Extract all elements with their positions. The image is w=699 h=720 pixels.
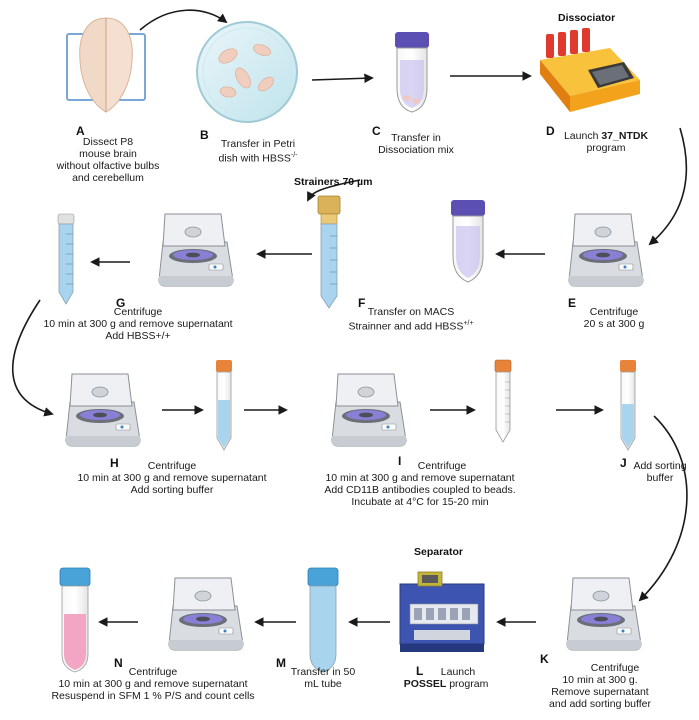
step-m-line: mL tube	[304, 678, 342, 690]
step-b-line: dish with HBSS	[218, 152, 291, 165]
step-b-line: Transfer in Petri	[220, 138, 296, 150]
step-j-line: buffer	[646, 472, 674, 484]
step-b-label: Transfer in Petri dish with HBSS-/-	[208, 138, 308, 165]
step-c-label: Transfer in Dissociation mix	[366, 132, 466, 156]
step-h-line: Add sorting buffer	[130, 484, 214, 496]
step-b-letter: B	[200, 128, 209, 142]
step-a-line: and cerebellum	[72, 172, 144, 184]
centrifuge-n-illustration	[168, 577, 244, 651]
step-k-line: 10 min at 300 g.	[562, 674, 638, 686]
step-c-line: Transfer in	[391, 132, 441, 144]
step-m-letter: M	[276, 656, 286, 670]
step-j-label: Add sorting buffer	[630, 460, 690, 484]
step-k-line: Centrifuge	[590, 662, 640, 674]
step-n-letter: N	[114, 656, 123, 670]
step-n-line: Centrifuge	[128, 666, 178, 678]
step-a-label: Dissect P8 mouse brain without olfactive…	[48, 136, 168, 184]
flow-arrows	[11, 9, 688, 627]
petri-dish-illustration	[196, 21, 298, 123]
dissociation-tube-f-illustration	[451, 200, 485, 283]
step-d-label: Launch 37_NTDK program	[556, 130, 656, 154]
step-k-letter: K	[540, 652, 549, 666]
step-c-letter: C	[372, 124, 381, 138]
step-n-line: 10 min at 300 g and remove supernatant	[58, 678, 248, 690]
separator-illustration	[399, 571, 485, 652]
step-b-sup: -/-	[290, 152, 298, 159]
tube-j-illustration	[620, 360, 636, 451]
step-h-line: Centrifuge	[147, 460, 197, 472]
step-m-line: Transfer in 50	[290, 666, 356, 678]
brain-illustration	[66, 17, 146, 113]
step-e-line: 20 s at 300 g	[583, 318, 645, 330]
step-j-letter: J	[620, 456, 627, 470]
step-j-line: Add sorting	[633, 460, 687, 472]
step-h-label: Centrifuge 10 min at 300 g and remove su…	[54, 460, 290, 496]
centrifuge-h-illustration	[65, 373, 141, 447]
arrow-j-k	[638, 415, 688, 602]
centrifuge-i-illustration	[331, 373, 407, 447]
step-i-label: Centrifuge 10 min at 300 g and remove su…	[300, 460, 540, 508]
centrifuge-k-illustration	[566, 577, 642, 651]
step-i-line: Add CD11B antibodies coupled to beads.	[324, 484, 516, 496]
step-l-post: program	[446, 678, 489, 690]
dissociator-heading: Dissociator	[558, 12, 616, 24]
step-c-line: Dissociation mix	[378, 144, 454, 156]
step-f-letter: F	[358, 296, 366, 310]
step-a-letter: A	[76, 124, 85, 138]
step-g-line: Centrifuge	[113, 306, 163, 318]
step-e-letter: E	[568, 296, 577, 310]
step-i-line: 10 min at 300 g and remove supernatant	[325, 472, 515, 484]
tube-m-illustration	[307, 567, 339, 673]
step-a-line: Dissect P8	[82, 136, 134, 148]
final-tube-illustration	[59, 567, 91, 673]
arrow-strainer	[307, 179, 361, 202]
arrow-g-h	[11, 299, 54, 417]
step-i-line: Centrifuge	[417, 460, 467, 472]
step-l-letter: L	[416, 664, 424, 678]
arrow-b-c	[311, 73, 374, 84]
step-f-line: Strainner and add HBSS	[348, 320, 464, 333]
centrifuge-e-illustration	[568, 213, 644, 287]
step-g-letter: G	[116, 296, 126, 310]
tube-h-illustration	[216, 360, 232, 451]
strainers-heading: Strainers 70 µm	[294, 176, 373, 188]
step-n-line: Resuspend in SFM 1 % P/S and count cells	[51, 690, 255, 702]
step-d-letter: D	[546, 124, 555, 138]
strainer-tube-illustration	[317, 195, 341, 309]
step-g-label: Centrifuge 10 min at 300 g and remove su…	[20, 306, 256, 342]
dissociation-tube-illustration	[395, 32, 429, 113]
step-f-sup: +/+	[463, 320, 474, 327]
step-g-line: 10 min at 300 g and remove supernatant	[43, 318, 233, 330]
step-g-line: Add HBSS+/+	[105, 330, 171, 342]
step-n-label: Centrifuge 10 min at 300 g and remove su…	[28, 666, 278, 702]
tube-g-illustration	[57, 213, 75, 305]
step-d-pre: Launch	[563, 130, 602, 142]
step-d-line: program	[586, 142, 626, 154]
centrifuge-g-illustration	[158, 213, 234, 287]
step-h-letter: H	[110, 456, 119, 470]
step-a-line: mouse brain	[79, 148, 137, 160]
step-l-line: Launch	[440, 666, 476, 678]
step-k-line: Remove supernatant	[551, 686, 649, 698]
step-k-label: Centrifuge 10 min at 300 g. Remove super…	[540, 662, 660, 710]
step-m-label: Transfer in 50 mL tube	[268, 666, 378, 690]
arrow-a-b	[139, 9, 228, 31]
step-e-label: Centrifuge 20 s at 300 g	[564, 306, 664, 330]
step-f-label: Transfer on MACS Strainner and add HBSS+…	[336, 306, 486, 333]
arrow-d-e	[648, 127, 688, 246]
step-d-program-name: 37_NTDK	[601, 130, 649, 142]
tube-i-illustration	[494, 359, 512, 443]
step-l-program-name: POSSEL	[403, 678, 447, 690]
separator-heading: Separator	[414, 546, 464, 558]
step-e-line: Centrifuge	[589, 306, 639, 318]
step-k-line: and add sorting buffer	[549, 698, 651, 710]
step-a-line: without olfactive bulbs	[56, 160, 160, 172]
step-l-label: Launch POSSEL program	[386, 666, 506, 690]
step-f-line: Transfer on MACS	[367, 306, 455, 318]
step-h-line: 10 min at 300 g and remove supernatant	[77, 472, 267, 484]
step-i-line: Incubate at 4°C for 15-20 min	[351, 496, 489, 508]
dissociator-illustration	[540, 28, 640, 112]
step-i-letter: I	[398, 454, 402, 468]
